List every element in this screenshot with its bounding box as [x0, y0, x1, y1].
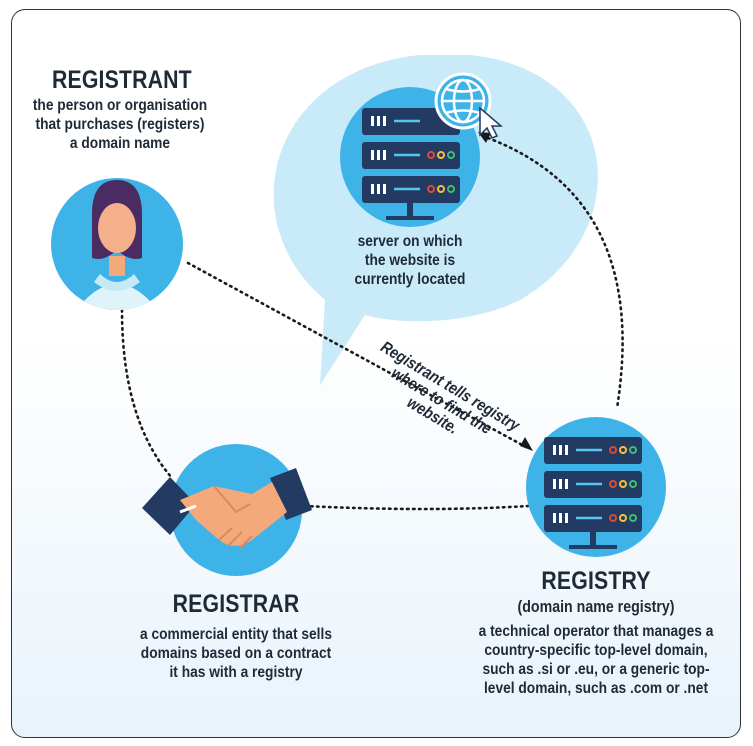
registry-server-icon [544, 437, 642, 549]
connector-registrant-registrar [120, 308, 174, 480]
connector-registrar-registry [303, 504, 530, 511]
arrow-head-registry [520, 437, 533, 451]
registrant-description: the person or organisation that purchase… [32, 97, 208, 152]
connector-server-registry [486, 136, 624, 410]
person-icon [74, 180, 160, 310]
connector-registrant-registry [186, 261, 528, 449]
globe-icon [434, 72, 492, 130]
registrar-title: REGISTRAR [172, 590, 300, 618]
registry-description: a technical operator that manages a coun… [478, 623, 714, 697]
handshake-icon [142, 468, 312, 549]
server-caption: server on which the website is currently… [354, 233, 466, 288]
registry-title: REGISTRY [541, 567, 651, 595]
cursor-icon [479, 106, 504, 139]
registry-subtitle: (domain name registry) [517, 598, 675, 616]
registrant-title: REGISTRANT [52, 66, 192, 94]
dotted-connectors [120, 136, 624, 511]
registrar-description: a commercial entity that sells domains b… [140, 626, 332, 681]
